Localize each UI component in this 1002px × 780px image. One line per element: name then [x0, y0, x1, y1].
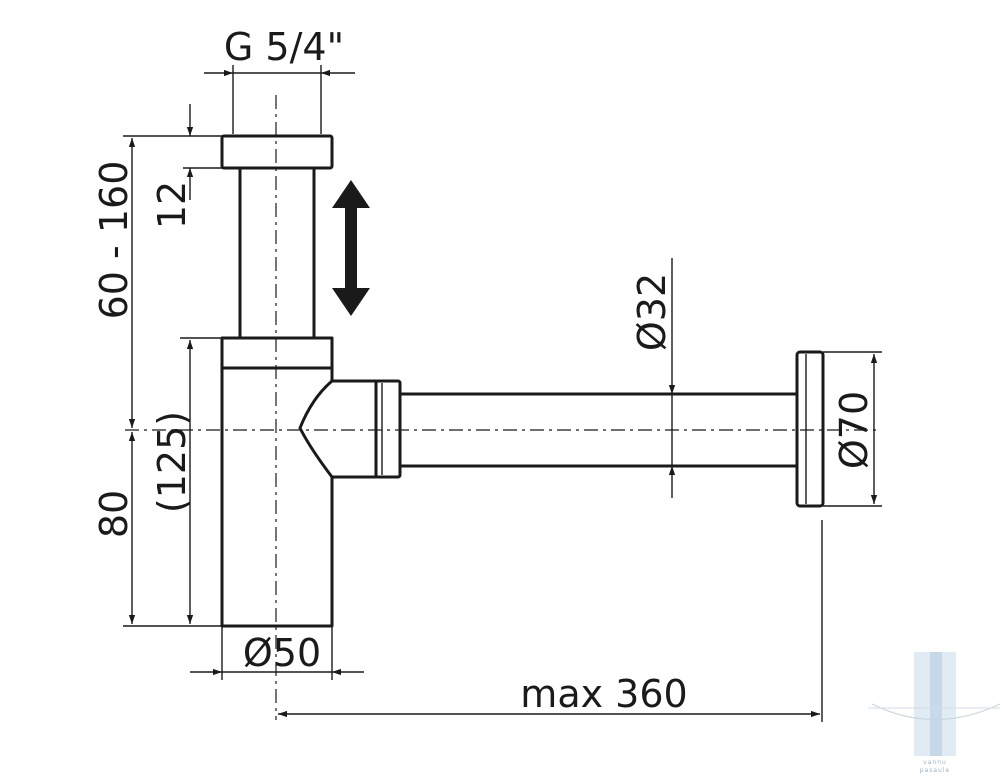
bottle-body	[220, 336, 334, 628]
dimension-lines	[123, 65, 882, 722]
dimension-labels: G 5/4" 60 - 160 12 80 (125) Ø50 Ø32 Ø70 …	[92, 25, 876, 716]
flange-diameter-label: Ø70	[832, 391, 876, 469]
body-diameter-label: Ø50	[243, 631, 321, 675]
pipe-diameter-label: Ø32	[630, 273, 674, 351]
wall-flange	[795, 350, 825, 508]
outlet-nut	[374, 379, 402, 479]
tail-pipe	[238, 166, 316, 340]
nut-height-label: 12	[150, 181, 194, 229]
watermark-text-2: pasaule	[920, 767, 950, 774]
watermark-bar-highlight	[930, 652, 942, 756]
body-height-label: 80	[92, 490, 136, 538]
top-nut	[220, 134, 334, 170]
height-range-label: 60 - 160	[92, 161, 136, 320]
siphon-outline	[220, 134, 825, 628]
adjust-double-arrow-icon	[332, 180, 370, 316]
thread-label: G 5/4"	[224, 25, 344, 69]
body-total-label: (125)	[150, 411, 194, 513]
watermark-sink-curve	[871, 703, 1001, 721]
reach-label: max 360	[520, 672, 687, 716]
watermark-logo: vannu pasaule	[868, 652, 1001, 774]
watermark-text-1: vannu	[923, 759, 947, 766]
center-lines	[125, 95, 880, 720]
outlet-stub	[298, 379, 378, 479]
